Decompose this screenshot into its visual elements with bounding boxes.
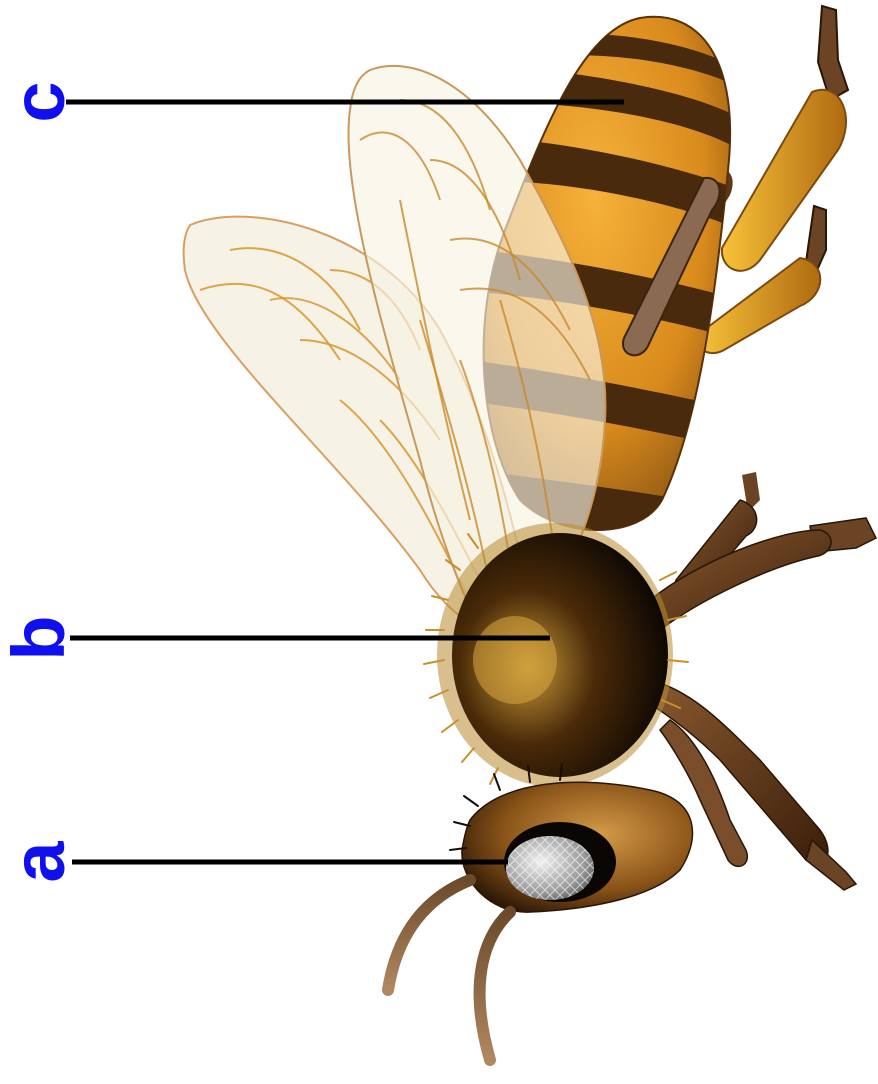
label-c: c	[0, 81, 80, 122]
head	[450, 764, 692, 912]
label-b: b	[0, 615, 80, 660]
compound-eye	[506, 836, 594, 900]
label-a: a	[0, 841, 80, 883]
antennae	[388, 880, 510, 1060]
